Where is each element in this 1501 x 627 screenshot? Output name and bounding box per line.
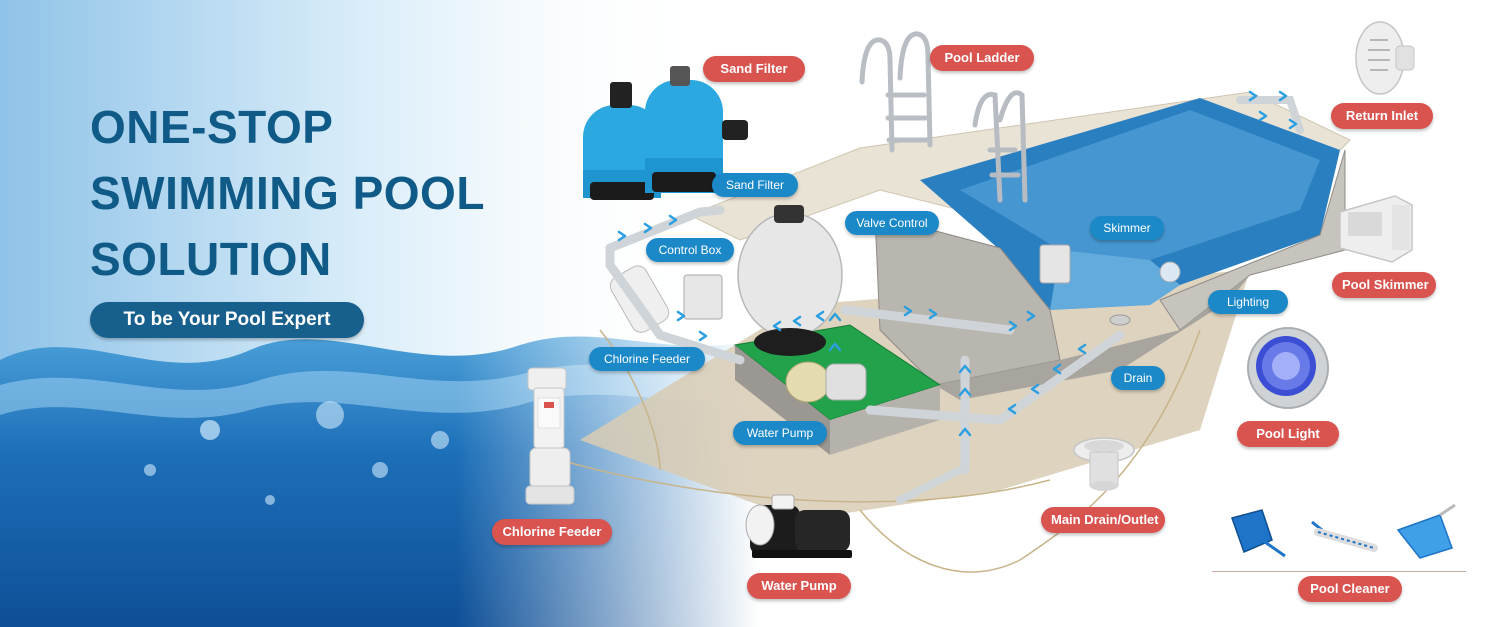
pool-cleaner-divider [1212,571,1466,572]
water-pump-diagram-label: Water Pump [733,421,827,445]
chlorine-feeder-product-image [525,367,575,505]
water-pump-product-label: Water Pump [747,573,851,599]
headline-line-2: SWIMMING POOL [90,167,485,219]
headline: ONE-STOP SWIMMING POOL SOLUTION [90,94,485,292]
tagline-pill: To be Your Pool Expert [90,302,364,338]
skimmer-diagram-label: Skimmer [1090,216,1164,240]
control-box-diagram-label: Control Box [646,238,734,262]
pool-light-product-label: Pool Light [1237,421,1339,447]
headline-line-1: ONE-STOP [90,101,334,153]
pool-skimmer-product-label: Pool Skimmer [1332,272,1436,298]
return-inlet-product-image [1355,21,1415,95]
sand-filter-diagram-label: Sand Filter [712,173,798,197]
headline-line-3: SOLUTION [90,233,332,285]
drain-diagram-label: Drain [1111,366,1165,390]
lighting-diagram-label: Lighting [1208,290,1288,314]
chlorine-feeder-product-label: Chlorine Feeder [492,519,612,545]
pool-ladder-product-label: Pool Ladder [930,45,1034,71]
pool-light-product-image [1247,327,1329,409]
sand-filter-product-image [583,66,748,200]
pool-cleaner-product-images [1231,503,1456,559]
pool-cleaner-product-label: Pool Cleaner [1298,576,1402,602]
main-drain-product-image [1073,437,1135,491]
main-drain-outlet-product-label: Main Drain/Outlet [1041,507,1165,533]
pool-ladder-product-image [859,31,933,153]
chlorine-feeder-diagram-label: Chlorine Feeder [589,347,705,371]
water-pump-product-image [745,494,852,558]
pool-skimmer-product-image [1339,195,1413,263]
valve-control-diagram-label: Valve Control [845,211,939,235]
return-inlet-product-label: Return Inlet [1331,103,1433,129]
sand-filter-product-label: Sand Filter [703,56,805,82]
